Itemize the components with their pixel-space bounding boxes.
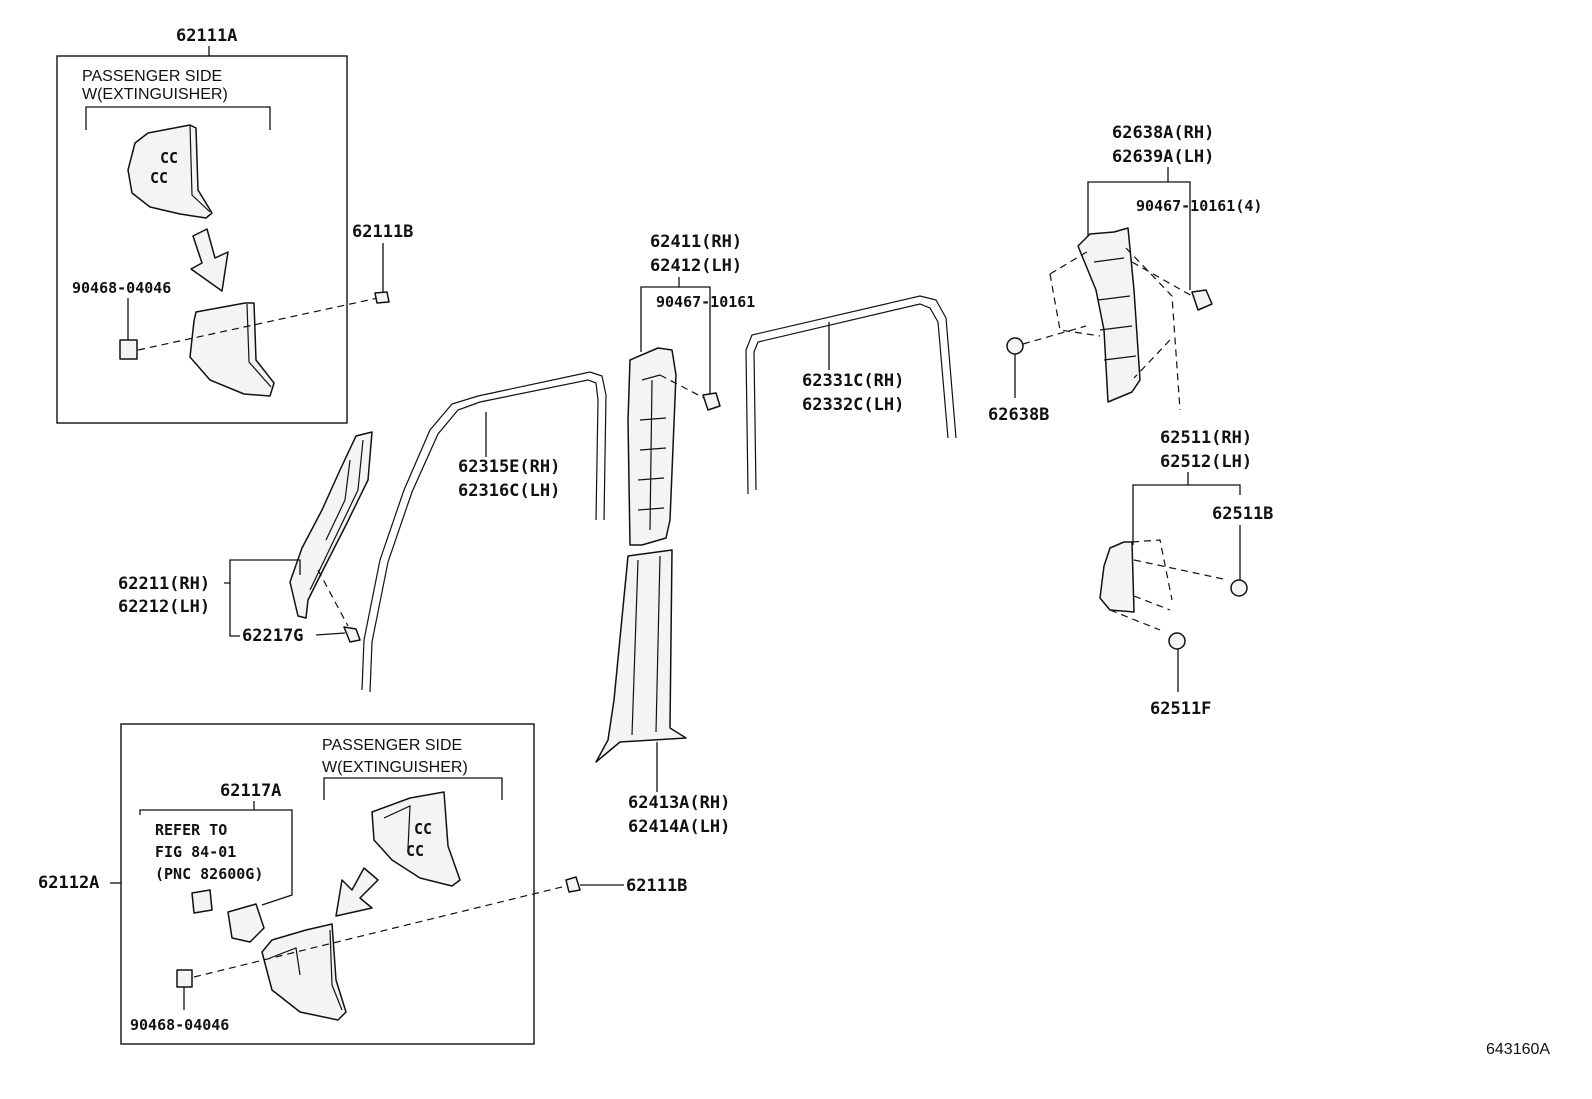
label-62332C[interactable]: 62332C(LH) [802, 395, 904, 415]
cc-mark: CC [160, 149, 178, 167]
diagram-id: 643160A [1486, 1041, 1550, 1058]
clip-icon [343, 626, 361, 643]
label-62512[interactable]: 62512(LH) [1160, 452, 1252, 472]
group-62331C: 62331C(RH) 62332C(LH) [745, 295, 957, 495]
label-62111B-top[interactable]: 62111B [352, 222, 413, 242]
trim-panel-upper [127, 124, 213, 219]
note-extinguisher-top: W(EXTINGUISHER) [82, 86, 228, 103]
group-62111B-bottom: 62111B [565, 876, 687, 896]
label-62511[interactable]: 62511(RH) [1160, 428, 1252, 448]
install-arrow-icon [335, 867, 379, 917]
trim-panel-lower-bottom [261, 923, 347, 1021]
label-62639A[interactable]: 62639A(LH) [1112, 147, 1214, 167]
label-90468-04046-bottom[interactable]: 90468-04046 [130, 1016, 229, 1034]
group-62111B-top: 62111B [352, 222, 413, 304]
refer-pnc-text: (PNC 82600G) [155, 865, 263, 883]
a-pillar-garnish [289, 431, 373, 619]
clip-icon [702, 392, 721, 411]
clip-icon [1191, 289, 1213, 311]
note-extinguisher-bottom: W(EXTINGUISHER) [322, 759, 468, 776]
group-62111A: 62111A PASSENGER SIDE W(EXTINGUISHER) CC… [56, 26, 379, 424]
group-62315E: 62315E(RH) 62316C(LH) [361, 371, 607, 693]
label-62316C[interactable]: 62316C(LH) [458, 481, 560, 501]
note-passenger-side-bottom: PASSENGER SIDE [322, 737, 462, 754]
group-62112A: 62112A PASSENGER SIDE W(EXTINGUISHER) 62… [38, 723, 571, 1045]
label-62411[interactable]: 62411(RH) [650, 232, 742, 252]
cc-mark: CC [414, 820, 432, 838]
label-62315E[interactable]: 62315E(RH) [458, 457, 560, 477]
deck-trim-cover [1099, 541, 1135, 613]
label-62511F[interactable]: 62511F [1150, 699, 1211, 719]
trim-panel-lower [189, 302, 275, 397]
inset-box-62112A [120, 723, 535, 1045]
label-62212[interactable]: 62212(LH) [118, 597, 210, 617]
clip-icon [119, 339, 138, 360]
label-90468-04046-top[interactable]: 90468-04046 [72, 279, 171, 297]
label-62112A[interactable]: 62112A [38, 873, 99, 893]
install-arrow-icon [190, 228, 229, 292]
clip-icon [1230, 579, 1248, 597]
label-62331C[interactable]: 62331C(RH) [802, 371, 904, 391]
clip-icon [1168, 632, 1186, 650]
group-62638A: 62638A(RH) 62639A(LH) 90467-10161(4) 626… [988, 123, 1262, 425]
quarter-trim-panel [1077, 227, 1141, 403]
label-90467-10161-4[interactable]: 90467-10161(4) [1136, 197, 1262, 215]
label-62638A[interactable]: 62638A(RH) [1112, 123, 1214, 143]
group-62211: 62211(RH) 62212(LH) 62217G [118, 431, 373, 646]
label-62117A[interactable]: 62117A [220, 781, 281, 801]
group-62411: 62411(RH) 62412(LH) 90467-10161 [627, 232, 755, 546]
clip-icon [1006, 337, 1024, 355]
center-pillar-lower-garnish [595, 549, 687, 763]
label-62111B-bottom[interactable]: 62111B [626, 876, 687, 896]
clip-icon [374, 291, 390, 304]
trim-panel-upper-bottom [371, 791, 461, 887]
inset-box-62111A [56, 55, 348, 424]
clip-icon [176, 969, 193, 988]
label-62217G[interactable]: 62217G [242, 626, 303, 646]
extinguisher-holder-part [227, 903, 265, 943]
cc-mark: CC [150, 169, 168, 187]
clip-icon [565, 876, 581, 893]
label-62638B[interactable]: 62638B [988, 405, 1049, 425]
label-62413A[interactable]: 62413A(RH) [628, 793, 730, 813]
front-door-weatherstrip [361, 371, 607, 691]
rear-door-weatherstrip [745, 295, 957, 495]
group-62511: 62511(RH) 62512(LH) 62511B 62511F [1099, 428, 1273, 719]
label-90467-10161-mid[interactable]: 90467-10161 [656, 293, 755, 311]
cc-mark: CC [406, 842, 424, 860]
refer-to-text: REFER TO [155, 821, 227, 839]
label-62111A[interactable]: 62111A [176, 26, 237, 46]
label-62414A[interactable]: 62414A(LH) [628, 817, 730, 837]
center-pillar-upper-garnish [627, 347, 677, 546]
label-62211[interactable]: 62211(RH) [118, 574, 210, 594]
group-62413A: 62413A(RH) 62414A(LH) [595, 549, 730, 837]
note-passenger-side-top: PASSENGER SIDE [82, 68, 222, 85]
refer-fig-text: FIG 84-01 [155, 843, 236, 861]
label-62412[interactable]: 62412(LH) [650, 256, 742, 276]
label-62511B[interactable]: 62511B [1212, 504, 1273, 524]
extinguisher-bracket-part [191, 889, 213, 914]
